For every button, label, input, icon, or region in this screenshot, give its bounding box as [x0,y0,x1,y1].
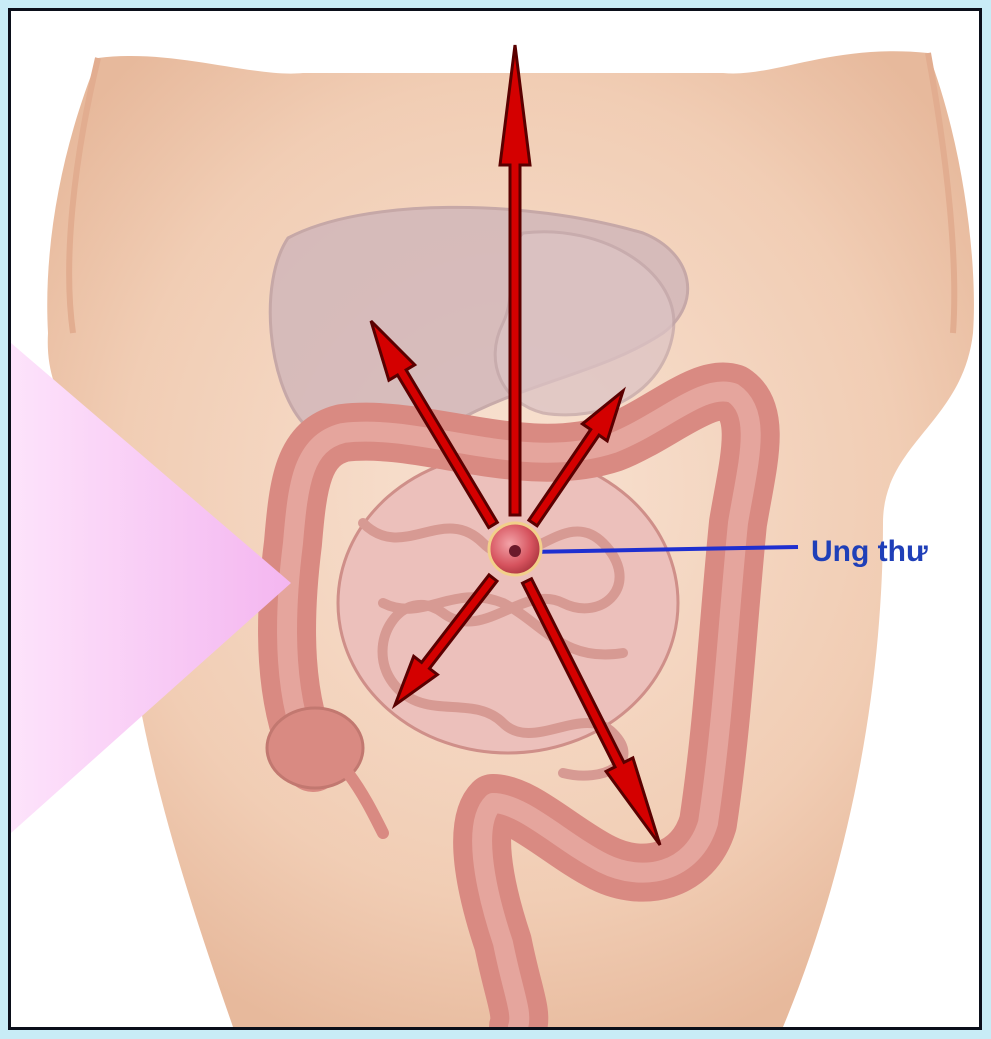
abdomen-illustration [11,11,979,1027]
illustration-frame: Ung thư [8,8,982,1030]
tumor-core [509,545,521,557]
cancer-label: Ung thư [811,537,928,567]
